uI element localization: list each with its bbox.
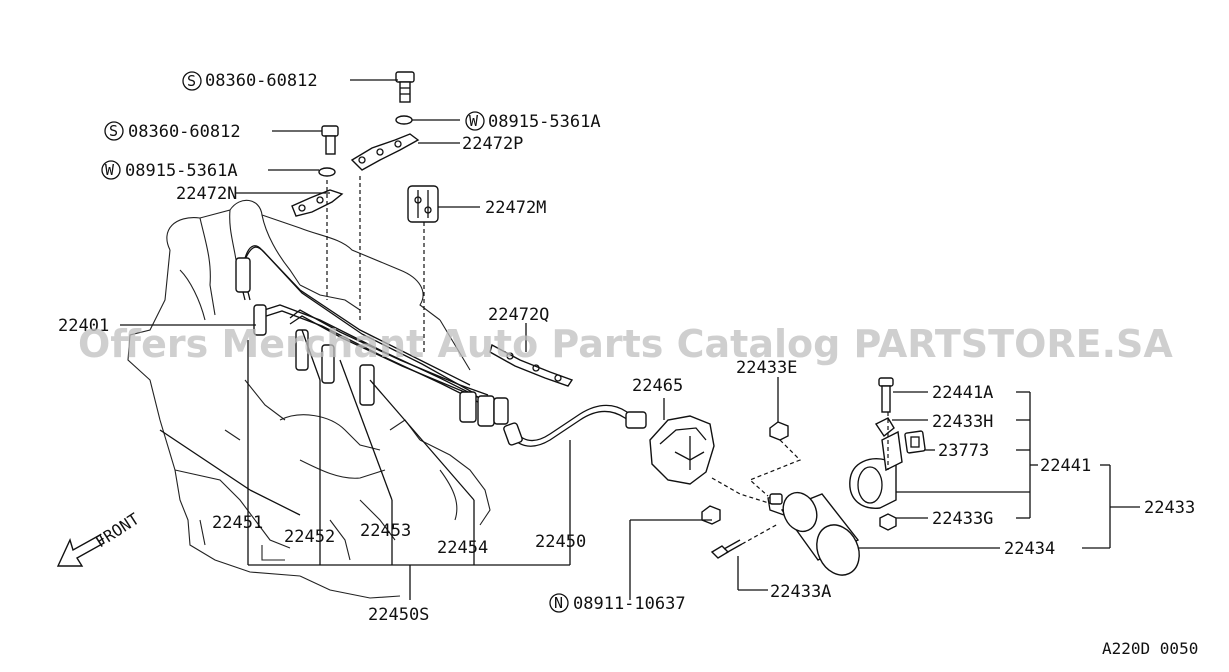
bolt-top: [395, 71, 415, 103]
washer-mid: [318, 167, 336, 177]
ignition-cords: [235, 245, 647, 447]
clamp-22472m: [407, 185, 439, 223]
label-nut-bottom: 08911-10637: [573, 594, 686, 614]
washer-top: [395, 115, 413, 125]
insulator-23773: [904, 430, 926, 454]
plug-boot-5: [359, 364, 375, 406]
center-cord-boot: [503, 422, 523, 446]
label-nut-433g: 22433G: [932, 509, 993, 529]
washer-mid-prefix: W: [105, 161, 115, 179]
bracket-22441: [849, 430, 903, 509]
reference-code: A220D 0050: [1102, 639, 1198, 658]
hardware: [291, 71, 574, 387]
clamp-22472n: [291, 189, 344, 217]
label-clamp-m: 22472M: [485, 198, 546, 218]
label-washer-mid: 08915-5361A: [125, 161, 238, 181]
label-clamp-n: 22472N: [176, 184, 237, 204]
ignition-coil-22434: [767, 491, 860, 576]
label-clamp-q: 22472Q: [488, 305, 549, 325]
clamp-22472p: [350, 133, 420, 171]
label-nut-433e: 22433E: [736, 358, 797, 378]
label-cord-set: 22450S: [368, 605, 429, 625]
cord-end-a: [459, 391, 477, 423]
label-distributor-cap: 22465: [632, 376, 683, 396]
cord-end-b: [477, 395, 495, 427]
front-direction-indicator: FRONT: [56, 509, 143, 567]
bolt-mid: [321, 125, 339, 155]
plug-boot-2: [253, 304, 267, 336]
nut-22433e: [769, 421, 789, 441]
screw-22433a: [710, 539, 743, 559]
label-ignition-coil: 22434: [1004, 539, 1055, 559]
bracket-22433h: [874, 417, 895, 438]
coil-assembly: [701, 377, 926, 576]
nut-bottom-prefix: N: [554, 594, 563, 612]
label-insulator: 23773: [938, 441, 989, 461]
cord-end-c: [493, 397, 509, 425]
engine-outline: [127, 199, 491, 599]
label-bolt-mid: 08360-60812: [128, 122, 241, 142]
label-bracket-433h: 22433H: [932, 412, 993, 432]
labels: S 08360-60812 W 08915-5361A S 08360-6081…: [58, 71, 1195, 625]
bolt-mid-prefix: S: [109, 122, 118, 140]
label-coil-assy: 22433: [1144, 498, 1195, 518]
front-label: FRONT: [92, 509, 143, 551]
label-cord-451: 22451: [212, 513, 263, 533]
label-cord-452: 22452: [284, 527, 335, 547]
front-arrow-icon: [56, 534, 105, 567]
label-screw-433a: 22433A: [770, 582, 831, 602]
label-bolt-top: 08360-60812: [205, 71, 318, 91]
leader-lines: [120, 79, 1140, 600]
center-cord-end: [625, 411, 647, 429]
washer-top-prefix: W: [469, 112, 479, 130]
label-bracket-441: 22441: [1040, 456, 1091, 476]
distributor-cap-22465: [649, 415, 715, 485]
label-clamp-p: 22472P: [462, 134, 523, 154]
watermark: Offers Merchant Auto Parts Catalog PARTS…: [78, 322, 1173, 366]
label-washer-top: 08915-5361A: [488, 112, 601, 132]
bolt-top-prefix: S: [187, 72, 196, 90]
nut-08911: [701, 505, 721, 525]
plug-boot-1: [235, 257, 251, 293]
label-spark-plug: 22401: [58, 316, 109, 336]
bolt-22441a: [878, 377, 894, 413]
label-cord-454: 22454: [437, 538, 488, 558]
plug-boot-4: [321, 344, 335, 384]
clamp-22472q: [489, 343, 574, 387]
label-cord-453: 22453: [360, 521, 411, 541]
label-bolt-441a: 22441A: [932, 383, 993, 403]
nut-22433g: [879, 513, 897, 531]
label-cord-450: 22450: [535, 532, 586, 552]
